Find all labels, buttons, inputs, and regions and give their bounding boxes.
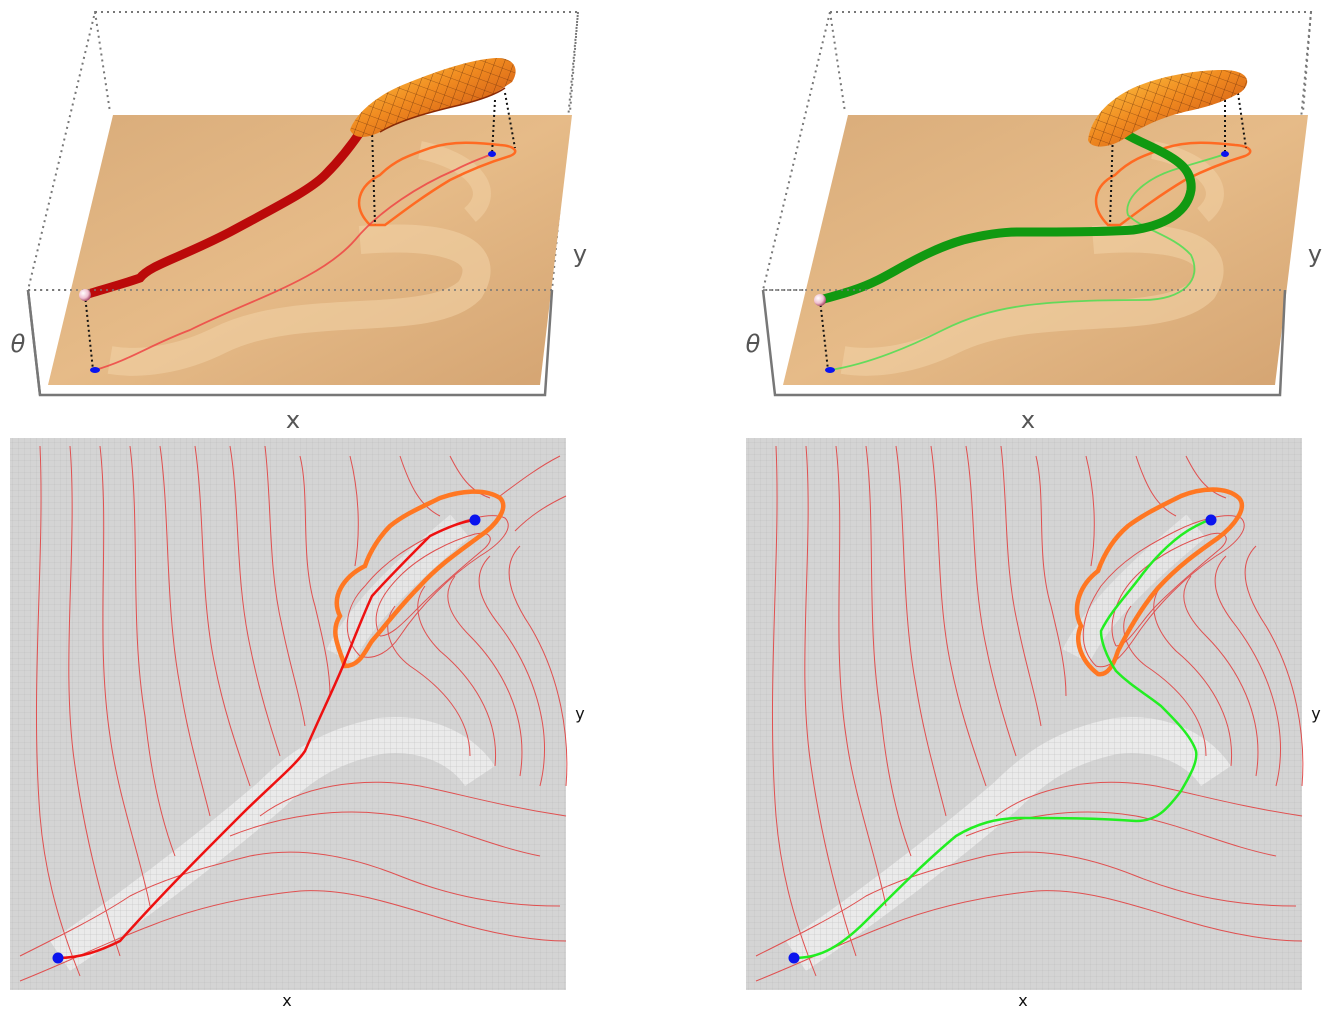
goal-region-projection <box>1094 141 1252 227</box>
bounding-box-front <box>26 289 554 397</box>
goal-region-projection <box>358 141 517 227</box>
goal-point <box>469 514 481 526</box>
contour-lines <box>755 445 1304 982</box>
axis-label-y: y <box>1308 240 1322 268</box>
panel-2d-right: x y <box>746 438 1321 1010</box>
path-2d <box>793 518 1212 960</box>
axis-label-x: x <box>282 991 291 1010</box>
start-ball <box>814 294 826 306</box>
start-point-projection <box>90 367 100 373</box>
path-3d-tube <box>815 120 1196 305</box>
goal-point <box>1205 514 1217 526</box>
terrain-plane <box>783 115 1308 385</box>
goal-region-boundary <box>333 489 506 669</box>
axis-label-x: x <box>1021 406 1035 434</box>
start-ball <box>79 289 91 301</box>
axis-label-x: x <box>1018 991 1027 1010</box>
start-point <box>52 952 64 964</box>
panel-3d-right: x y θ <box>746 11 1322 434</box>
path-projection <box>829 153 1226 371</box>
panel-2d-left: x y <box>10 438 585 1010</box>
goal-point-projection <box>1221 151 1229 157</box>
goal-point-projection <box>488 151 496 157</box>
axis-label-x: x <box>286 406 300 434</box>
goal-surface-3d <box>1088 70 1248 147</box>
start-point <box>788 952 800 964</box>
terrain-plane <box>48 115 572 385</box>
bounding-box-front <box>761 289 1287 397</box>
axis-label-theta: θ <box>11 330 26 358</box>
axis-label-y: y <box>1311 704 1320 723</box>
bounding-box <box>761 11 1313 291</box>
goal-surface-3d <box>350 57 516 137</box>
path-2d <box>57 518 476 960</box>
projection-lines <box>84 92 516 371</box>
panel-3d-left: x y θ <box>11 11 587 434</box>
path-3d-tube <box>80 120 370 300</box>
start-point-projection <box>825 367 835 373</box>
path-projection <box>94 153 493 371</box>
axis-label-y: y <box>573 240 587 268</box>
axis-label-theta: θ <box>746 330 761 358</box>
projection-lines <box>819 92 1247 371</box>
map-background <box>746 438 1302 990</box>
goal-region-boundary <box>1074 487 1245 677</box>
map-background <box>10 438 566 990</box>
axis-label-y: y <box>575 704 584 723</box>
contour-lines <box>19 445 568 982</box>
